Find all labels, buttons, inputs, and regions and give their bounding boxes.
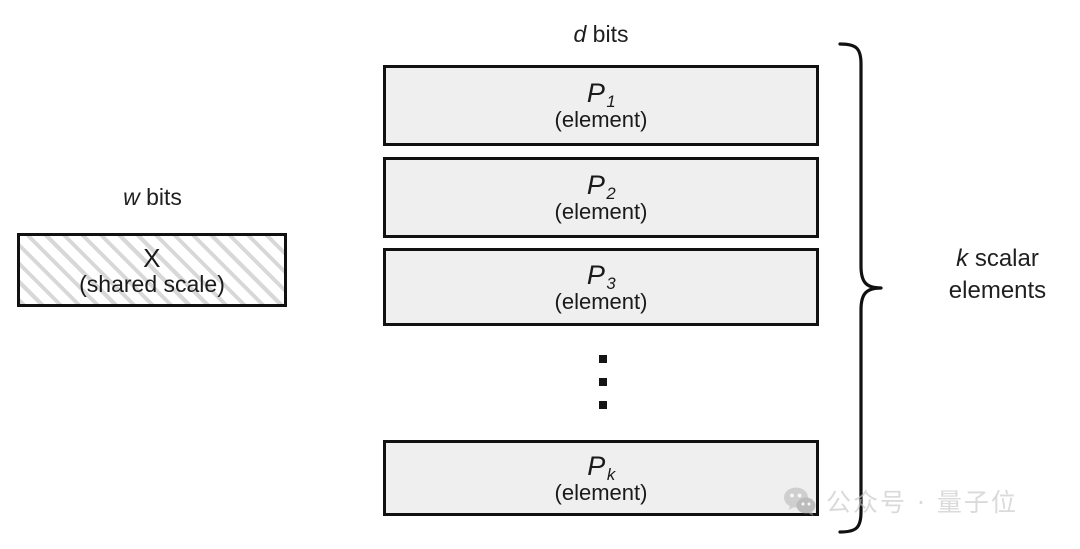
element-block-3-symbol: P3 <box>555 259 648 291</box>
element-block-2-content: P2 (element) <box>555 172 648 223</box>
scale-width-unit: bits <box>139 184 182 210</box>
element-width-label: d bits <box>383 20 819 49</box>
shared-scale-block: X (shared scale) <box>17 233 287 307</box>
shared-scale-symbol: X <box>143 242 161 273</box>
element-block-1-symbol: P1 <box>555 78 648 110</box>
element-block-1-content: P1 (element) <box>555 80 648 131</box>
shared-scale-block-content: X (shared scale) <box>79 245 225 296</box>
element-block-1-letter: P <box>586 78 606 108</box>
element-block-k-letter: P <box>587 450 606 481</box>
element-block-1-caption: (element) <box>554 107 648 132</box>
element-block-2-caption: (element) <box>554 199 648 224</box>
element-block-2-index: 2 <box>606 184 617 203</box>
group-brace-icon <box>838 42 883 534</box>
ellipsis-dot <box>599 355 607 363</box>
element-block-k-content: Pk (element) <box>554 450 648 505</box>
ellipsis-dot <box>599 401 607 409</box>
group-brace-label: k scalar elements <box>915 243 1080 307</box>
group-label-line1: scalar <box>968 245 1039 272</box>
element-block-2-symbol: P2 <box>555 170 648 202</box>
ellipsis-dot <box>599 378 607 386</box>
scale-width-symbol: w <box>123 184 140 210</box>
scale-width-label: w bits <box>0 183 305 212</box>
element-block-3-caption: (element) <box>554 288 648 314</box>
element-block-k-caption: (element) <box>554 479 648 505</box>
element-width-symbol: d <box>573 21 587 47</box>
element-block-3-content: P3 (element) <box>554 259 648 314</box>
element-block-k-symbol: Pk <box>555 450 648 482</box>
element-block-k: Pk (element) <box>383 440 819 516</box>
element-block-1: P1 (element) <box>383 65 819 146</box>
group-count-symbol: k <box>956 245 969 272</box>
element-block-3: P3 (element) <box>383 248 819 326</box>
element-block-3-letter: P <box>586 259 606 290</box>
shared-scale-caption: (shared scale) <box>79 270 225 297</box>
element-block-1-index: 1 <box>606 92 617 111</box>
vertical-ellipsis-icon <box>596 355 610 415</box>
element-block-3-index: 3 <box>606 273 617 293</box>
element-block-2-letter: P <box>586 170 606 200</box>
element-width-unit: bits <box>586 21 629 47</box>
element-block-2: P2 (element) <box>383 157 819 238</box>
element-block-k-index: k <box>606 464 616 484</box>
group-label-line2: elements <box>948 277 1047 304</box>
